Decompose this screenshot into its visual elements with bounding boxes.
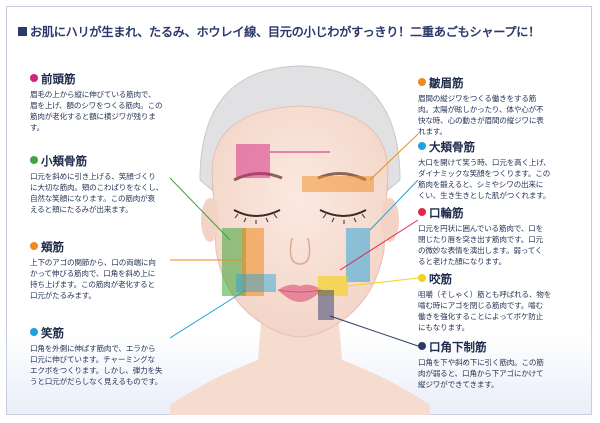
pink-dot-icon <box>30 74 38 82</box>
headline: お肌にハリが生まれ、たるみ、ホウレイ線、目元の小じわがすっきり！二重あごもシャー… <box>18 22 588 40</box>
green-dot-icon <box>30 156 38 164</box>
right-ear <box>381 198 399 242</box>
muscle-kyoukin: 頬筋 上下のアゴの関節から、口の両端に向 かって伸びる筋肉で、口角を斜め上に 持… <box>30 240 156 300</box>
muscle-zentoukin: 前頭筋 眉毛の上から縦に伸びている筋肉で、 眉を上げ、額のシワをつくる筋肉。この… <box>30 72 163 132</box>
muscle-desc: 眉間の縦ジワをつくる働きをする筋 肉。太陽が眩しかったり、体や心が不 快な時、心… <box>418 94 544 136</box>
cyan-dot-icon <box>30 328 38 336</box>
muscle-desc: 咀嚼（そしゃく）筋とも呼ばれる、物を 嚙む時にアゴを閉じる筋肉です。嚙む 働きを… <box>418 290 552 332</box>
muscle-daikyo: 大頬骨筋 大口を開けて笑う時、口元を高く上げ、 ダイナミックな笑顔をつくります。… <box>418 140 551 200</box>
orange-dot-icon <box>30 242 38 250</box>
kyoukin-region <box>242 228 264 296</box>
muscle-desc: 口元を円状に囲んでいる筋肉で、口を 閉じたり唇を突き出す筋肉です。口元 の微妙な… <box>418 224 544 266</box>
zentoukin-region <box>236 144 270 178</box>
muscle-koukin: 咬筋 咀嚼（そしゃく）筋とも呼ばれる、物を 嚙む時にアゴを閉じる筋肉です。嚙む … <box>418 272 552 332</box>
nose <box>289 237 311 265</box>
face-outline <box>211 105 389 338</box>
muscle-kourin: 口輪筋 口元を円状に囲んでいる筋肉で、口を 閉じたり唇を突き出す筋肉です。口元 … <box>418 206 544 266</box>
yellow-dot-icon <box>418 274 426 282</box>
left-eye <box>233 209 281 217</box>
navy-dot-icon <box>418 342 426 350</box>
red-dot-icon <box>418 208 426 216</box>
muscle-desc: 口元を斜めに引き上げる、笑顔づくり に大切な筋肉。頬のこわばりをなくし、 自然な… <box>30 172 164 214</box>
orange-dot-icon <box>418 78 426 86</box>
lips <box>278 284 322 302</box>
square-bullet-icon <box>18 27 27 36</box>
muscle-koukaku: 口角下制筋 口角を下や斜め下に引く筋肉。この筋 肉が弱ると、口角から下アゴにかけ… <box>418 340 544 389</box>
muscle-shoukyo: 小頬骨筋 口元を斜めに引き上げる、笑顔づくり に大切な筋肉。頬のこわばりをなくし… <box>30 154 164 214</box>
face-illustration <box>170 65 430 415</box>
muscle-desc: 口角を外側に伸ばす筋肉で、エラから 口元に伸びています。チャーミングな エクボを… <box>30 344 163 386</box>
sushibi-region <box>302 176 374 192</box>
daikyo-region <box>346 228 370 282</box>
cyan-dot-icon <box>418 142 426 150</box>
muscle-desc: 上下のアゴの関節から、口の両端に向 かって伸びる筋肉で、口角を斜め上に 持ち上げ… <box>30 258 156 300</box>
muscle-desc: 口角を下や斜め下に引く筋肉。この筋 肉が弱ると、口角から下アゴにかけて 縦ジワが… <box>418 358 544 389</box>
muscle-shoukin: 笑筋 口角を外側に伸ばす筋肉で、エラから 口元に伸びています。チャーミングな エ… <box>30 326 163 386</box>
koukaku-region <box>318 290 334 320</box>
shoukin-region <box>236 274 276 292</box>
muscle-sushibi: 皺眉筋 眉間の縦ジワをつくる働きをする筋 肉。太陽が眩しかったり、体や心が不 快… <box>418 76 544 136</box>
right-eye <box>319 209 367 217</box>
muscle-desc: 眉毛の上から縦に伸びている筋肉で、 眉を上げ、額のシワをつくる筋肉。この 筋肉が… <box>30 90 163 132</box>
neck-shoulders <box>170 310 430 415</box>
muscle-desc: 大口を開けて笑う時、口元を高く上げ、 ダイナミックな笑顔をつくります。この 筋肉… <box>418 158 551 200</box>
